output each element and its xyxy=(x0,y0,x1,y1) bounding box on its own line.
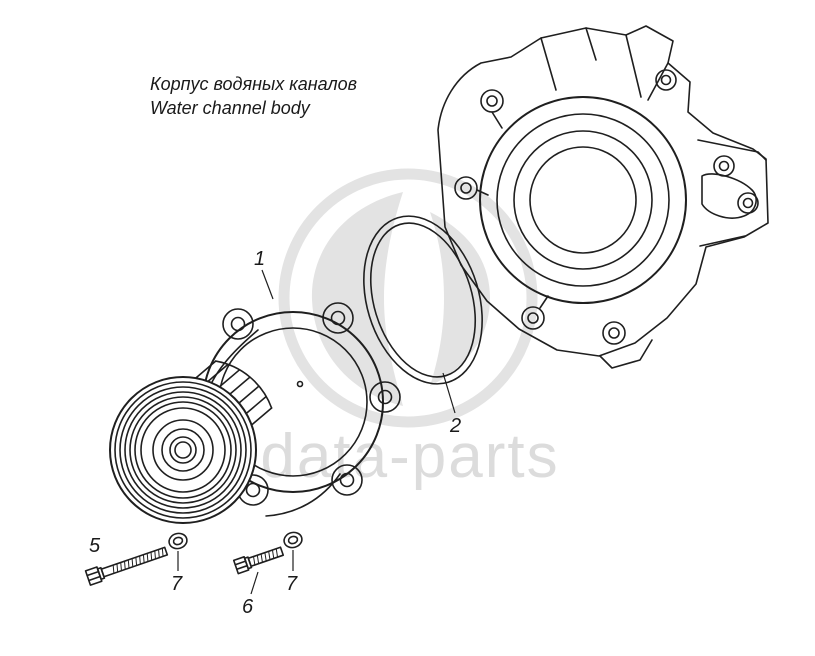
water-channel-body-drawing xyxy=(437,25,769,369)
watermark-logo-icon xyxy=(278,168,538,428)
callout-7-left: 7 xyxy=(171,573,183,595)
callout-6: 6 xyxy=(242,596,254,618)
callout-2: 2 xyxy=(449,415,461,437)
water-pump-drawing xyxy=(109,302,401,524)
callout-5: 5 xyxy=(89,535,101,557)
washer-drawing-right xyxy=(283,531,303,549)
washer-drawing-left xyxy=(168,532,188,550)
o-ring-drawing xyxy=(363,215,483,385)
label-water-channel-body-en: Water channel body xyxy=(150,98,311,118)
bolt-long-drawing xyxy=(84,546,169,586)
callout-1: 1 xyxy=(254,248,265,270)
bolt-short-drawing xyxy=(232,546,285,575)
leader-lines xyxy=(177,269,456,595)
label-water-channel-body-ru: Корпус водяных каналов xyxy=(150,74,357,94)
watermark-text: data-parts xyxy=(260,422,559,491)
callout-7-right: 7 xyxy=(286,573,298,595)
